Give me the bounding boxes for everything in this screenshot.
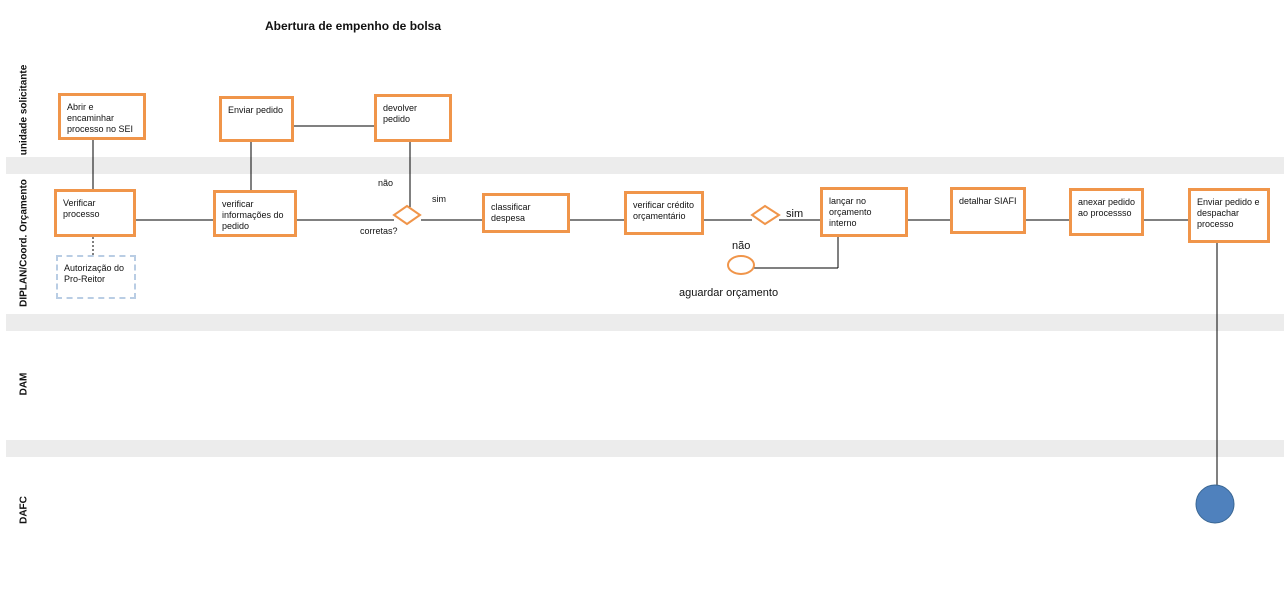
task-verificar-informacoes: verificar informações do pedido — [213, 190, 297, 237]
task-abrir-encaminhar: Abrir e encaminhar processo no SEI — [58, 93, 146, 140]
intermediate-event-aguardar — [727, 255, 755, 275]
lane-separator — [6, 440, 1284, 457]
task-detalhar-siafi: detalhar SIAFI — [950, 187, 1026, 234]
task-lancar-orcamento: lançar no orçamento interno — [820, 187, 908, 237]
end-event — [1195, 484, 1235, 524]
task-enviar-pedido: Enviar pedido — [219, 96, 294, 142]
label-nao-credito: não — [732, 240, 751, 252]
task-anexar-pedido: anexar pedido ao processso — [1069, 188, 1144, 236]
task-classificar-despesa: classificar despesa — [482, 193, 570, 233]
task-enviar-despachar: Enviar pedido e despachar processo — [1188, 188, 1270, 243]
label-sim-credito: sim — [786, 208, 804, 220]
label-nao-corretas: não — [378, 178, 394, 188]
label-corretas: corretas? — [360, 226, 398, 236]
task-verificar-credito: verificar crédito orçamentário — [624, 191, 704, 235]
label-sim-corretas: sim — [432, 194, 446, 204]
lane-separator — [6, 157, 1284, 174]
task-devolver-pedido: devolver pedido — [374, 94, 452, 142]
task-verificar-processo: Verificar processo — [54, 189, 136, 237]
label-aguardar-orcamento: aguardar orçamento — [679, 287, 779, 299]
task-autorizacao-pro-reitor: Autorização do Pro-Reitor — [56, 255, 136, 299]
gateway-diamond-corretas — [392, 204, 422, 226]
lane-separator — [6, 314, 1284, 331]
diagram-title: Abertura de empenho de bolsa — [265, 19, 442, 33]
gateway-diamond-credito — [750, 204, 781, 226]
